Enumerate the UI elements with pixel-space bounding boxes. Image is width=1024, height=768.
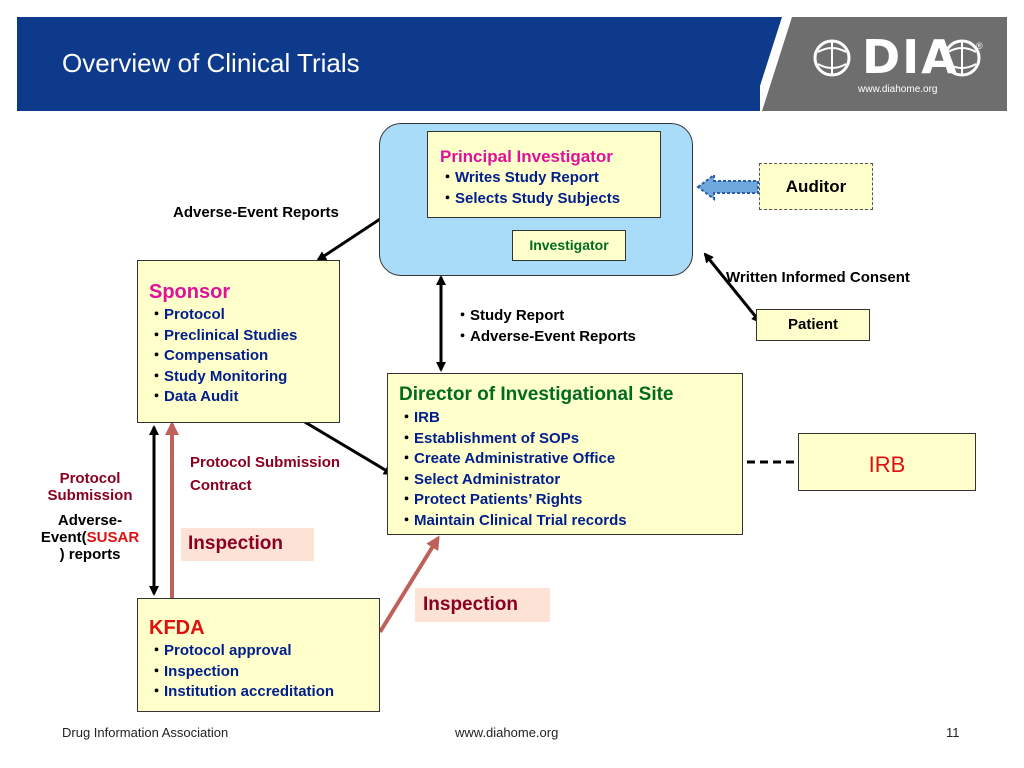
kfda-title: KFDA bbox=[149, 617, 205, 639]
auditor-box: Auditor bbox=[759, 163, 873, 210]
list-item: IRB bbox=[399, 408, 742, 429]
list-item: Protect Patients’ Rights bbox=[399, 490, 742, 511]
protocol-label: Protocol bbox=[59, 470, 121, 487]
logo-panel bbox=[800, 17, 1007, 111]
dia-logo: DIA bbox=[862, 30, 959, 84]
susar-label: SUSAR bbox=[86, 529, 140, 546]
arrow-auditor-pi bbox=[696, 173, 759, 201]
patient-box: Patient bbox=[756, 309, 870, 341]
globe-icon-right bbox=[943, 39, 981, 77]
adverse-event-susar-label: Event(SUSAR bbox=[30, 529, 150, 546]
logo-registered-mark: ® bbox=[976, 41, 983, 51]
list-item: Inspection bbox=[149, 662, 379, 683]
page-title: Overview of Clinical Trials bbox=[62, 48, 360, 78]
list-item: Create Administrative Office bbox=[399, 449, 742, 470]
footer-url: www.diahome.org bbox=[455, 725, 559, 740]
sponsor-title: Sponsor bbox=[149, 281, 231, 303]
director-box: Director of Investigational Site IRB Est… bbox=[387, 373, 743, 535]
list-item: Institution accreditation bbox=[149, 682, 379, 703]
sponsor-box: Sponsor Protocol Preclinical Studies Com… bbox=[137, 260, 340, 423]
event-label: Event( bbox=[40, 529, 87, 546]
footer-org: Drug Information Association bbox=[62, 725, 229, 740]
contract-label: Contract bbox=[190, 477, 252, 494]
list-item: Adverse-Event Reports bbox=[455, 327, 636, 348]
director-list: IRB Establishment of SOPs Create Adminis… bbox=[399, 408, 742, 531]
list-item: Protocol bbox=[149, 305, 339, 326]
inspection-label-sponsor: Inspection bbox=[181, 528, 314, 561]
investigator-box: Investigator bbox=[512, 230, 626, 261]
kfda-box: KFDA Protocol approval Inspection Instit… bbox=[137, 598, 380, 712]
list-item: Protocol approval bbox=[149, 641, 379, 662]
globe-icon bbox=[813, 39, 851, 77]
written-consent-label: Written Informed Consent bbox=[726, 269, 910, 286]
arrow-kfda-director-inspection bbox=[378, 535, 440, 634]
list-item: Preclinical Studies bbox=[149, 326, 339, 347]
adverse-label: Adverse- bbox=[57, 512, 123, 529]
page-number: 11 bbox=[946, 725, 960, 740]
list-item: Establishment of SOPs bbox=[399, 429, 742, 450]
pi-list: Writes Study Report Selects Study Subjec… bbox=[440, 168, 660, 209]
list-item: Compensation bbox=[149, 346, 339, 367]
list-item: Data Audit bbox=[149, 387, 339, 408]
principal-investigator-box: Principal Investigator Writes Study Repo… bbox=[427, 131, 661, 218]
list-item: Selects Study Subjects bbox=[440, 189, 660, 210]
arrow-pi-patient bbox=[703, 252, 762, 324]
pi-title: Principal Investigator bbox=[440, 147, 613, 166]
left-flow-label: Protocol Submission Adverse- Event(SUSAR… bbox=[30, 470, 150, 563]
kfda-list: Protocol approval Inspection Institution… bbox=[149, 641, 379, 703]
list-item: Study Monitoring bbox=[149, 367, 339, 388]
protocol-submission-label: Protocol Submission bbox=[190, 454, 341, 471]
director-title: Director of Investigational Site bbox=[399, 384, 674, 405]
adverse-event-reports-label: Adverse-Event Reports bbox=[173, 204, 339, 221]
irb-box: IRB bbox=[798, 433, 976, 491]
list-item: Study Report bbox=[455, 306, 636, 327]
pi-director-flow-list: Study Report Adverse-Event Reports bbox=[455, 306, 636, 347]
reports-label: ) reports bbox=[59, 546, 121, 563]
submission-label: Submission bbox=[47, 487, 133, 504]
list-item: Select Administrator bbox=[399, 470, 742, 491]
list-item: Maintain Clinical Trial records bbox=[399, 511, 742, 532]
inspection-label-director: Inspection bbox=[415, 588, 550, 622]
logo-url: www.diahome.org bbox=[858, 84, 938, 95]
list-item: Writes Study Report bbox=[440, 168, 660, 189]
sponsor-list: Protocol Preclinical Studies Compensatio… bbox=[149, 305, 339, 408]
